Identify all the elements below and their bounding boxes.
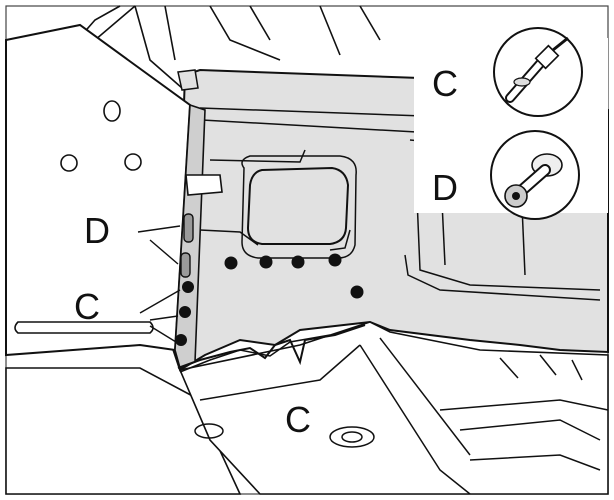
spot-weld-drill-icon — [490, 130, 580, 220]
pillar-holes — [14, 100, 223, 334]
spot-weld-slots — [180, 213, 194, 278]
rivet-icon — [493, 27, 583, 117]
left-pillar-tab — [177, 69, 199, 91]
lower-sill — [178, 321, 609, 495]
leader-lines — [137, 225, 181, 343]
lower-details — [179, 334, 609, 495]
panel-access-hole-rim — [241, 155, 357, 259]
break-line — [177, 324, 366, 369]
label-d-left: D — [84, 210, 110, 251]
rivet-points — [175, 253, 364, 346]
panel-access-hole — [246, 166, 350, 245]
label-c-bottom: C — [285, 399, 311, 440]
label-d-top-right: D — [432, 167, 458, 208]
label-c-left: C — [74, 286, 100, 327]
label-c-top-right: C — [432, 63, 458, 104]
